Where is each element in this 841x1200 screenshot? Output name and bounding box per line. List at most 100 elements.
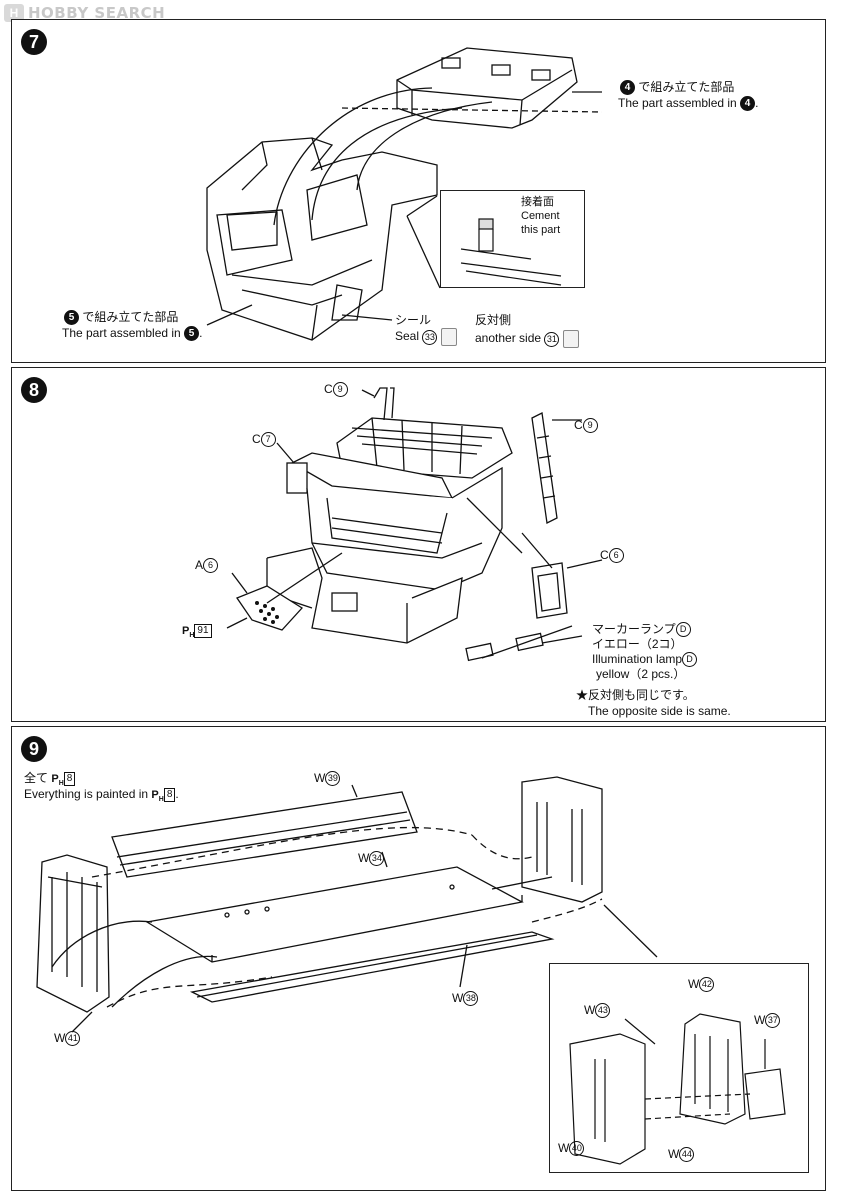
step-ref-badge: 5 bbox=[184, 326, 200, 342]
cargo-bed-illustration bbox=[36, 776, 658, 1033]
part-number: 9 bbox=[332, 382, 348, 398]
step-ref-badge: 4 bbox=[740, 96, 756, 112]
lamp-color-en: yellow（2 pcs.） bbox=[596, 667, 686, 681]
cement-detail-inset: 接着面 Cement this part bbox=[440, 190, 585, 288]
part-number: 7 bbox=[260, 432, 276, 448]
part-number: 41 bbox=[65, 1031, 81, 1047]
part-letter: W bbox=[452, 991, 464, 1005]
step-8-panel: 8 bbox=[11, 367, 826, 722]
assembled-en: The part assembled in bbox=[618, 96, 737, 110]
part-letter: W bbox=[314, 771, 326, 785]
part-number: 38 bbox=[463, 991, 479, 1007]
paint-h: H bbox=[58, 780, 64, 788]
paint-number: 8 bbox=[63, 771, 76, 786]
lamp-en: Illumination lamp bbox=[592, 652, 683, 666]
assembled-jp: で組み立てた部品 bbox=[638, 80, 735, 94]
part-letter: W bbox=[668, 1147, 680, 1161]
step-number: 8 bbox=[21, 377, 47, 403]
lamp-jp: マーカーランプ bbox=[592, 622, 676, 636]
part-letter: W bbox=[358, 851, 370, 865]
step-number: 7 bbox=[21, 29, 47, 55]
period: . bbox=[175, 787, 179, 801]
paint-code-prefix: PH bbox=[182, 625, 195, 640]
part-number: 39 bbox=[325, 771, 341, 787]
seal-en: Seal bbox=[395, 329, 420, 344]
part-number: 6 bbox=[203, 558, 219, 574]
part-letter: W bbox=[584, 1003, 596, 1017]
period: . bbox=[199, 326, 203, 340]
part-number: 42 bbox=[699, 977, 715, 993]
watermark-text: HOBBY SEARCH bbox=[28, 4, 166, 22]
cement-label-en1: Cement bbox=[521, 210, 560, 222]
lamp-part: D bbox=[675, 622, 691, 638]
paint-h: H bbox=[189, 632, 195, 640]
hobby-search-logo-icon: H bbox=[4, 4, 24, 22]
paint-p: P bbox=[182, 625, 190, 637]
part-number: 40 bbox=[569, 1141, 585, 1157]
part-number: 44 bbox=[679, 1147, 695, 1163]
paint-code-prefix: PH bbox=[151, 789, 164, 804]
step-7-panel: 7 bbox=[11, 19, 826, 363]
cement-detail-drawing bbox=[460, 218, 562, 286]
paint-en: Everything is painted in bbox=[24, 787, 149, 801]
step-ref-badge: 4 bbox=[620, 80, 635, 96]
truck-cab-illustration bbox=[226, 387, 603, 662]
assembled-en: The part assembled in bbox=[62, 326, 181, 340]
period: . bbox=[755, 96, 759, 110]
assembled-jp: で組み立てた部品 bbox=[82, 310, 179, 324]
cab-interior-illustration bbox=[206, 47, 603, 341]
paint-h: H bbox=[158, 796, 164, 804]
cement-label-jp: 接着面 bbox=[521, 196, 554, 208]
part-number: 43 bbox=[595, 1003, 611, 1019]
watermark: H HOBBY SEARCH bbox=[4, 2, 165, 24]
other-side-label-en: another side 31 bbox=[475, 330, 579, 348]
other-side-label-jp: 反対側 bbox=[475, 313, 512, 327]
part-letter: C bbox=[252, 432, 261, 446]
lamp-part: D bbox=[682, 652, 698, 668]
seal-sticker-icon bbox=[440, 328, 457, 346]
other-side-number: 31 bbox=[544, 331, 560, 347]
part-number: 6 bbox=[608, 548, 624, 564]
part-letter: W bbox=[688, 977, 700, 991]
part-letter: W bbox=[54, 1031, 66, 1045]
rear-gate-detail-inset bbox=[549, 963, 809, 1173]
assembled-in-5-en: The part assembled in 5. bbox=[62, 326, 203, 342]
part-letter: C bbox=[324, 382, 333, 396]
assembled-in-4-en: The part assembled in 4. bbox=[618, 96, 759, 112]
assembled-in-4-label: 4 で組み立てた部品 bbox=[620, 80, 735, 96]
step-number: 9 bbox=[21, 736, 47, 762]
part-number: 37 bbox=[765, 1013, 781, 1029]
paint-p: P bbox=[51, 773, 59, 785]
step-9-panel: 9 bbox=[11, 726, 826, 1191]
lamp-color-jp: イエロー（2コ） bbox=[592, 637, 683, 651]
part-letter: A bbox=[195, 558, 204, 572]
opposite-note-en: The opposite side is same. bbox=[588, 704, 731, 718]
assembled-in-5-label: 5 で組み立てた部品 bbox=[64, 310, 179, 326]
paint-code-prefix: PH bbox=[51, 773, 64, 788]
cement-label-en2: this part bbox=[521, 224, 561, 236]
step-ref-badge: 5 bbox=[64, 310, 79, 326]
paint-jp: 全て bbox=[24, 771, 49, 785]
seal-label-jp: シール bbox=[395, 313, 432, 327]
other-side-en: another side bbox=[475, 331, 542, 346]
seal-number: 33 bbox=[422, 329, 438, 345]
part-number: 34 bbox=[369, 851, 385, 867]
paint-p: P bbox=[151, 789, 159, 801]
paint-number: 91 bbox=[194, 623, 212, 638]
part-letter: W bbox=[754, 1013, 766, 1027]
